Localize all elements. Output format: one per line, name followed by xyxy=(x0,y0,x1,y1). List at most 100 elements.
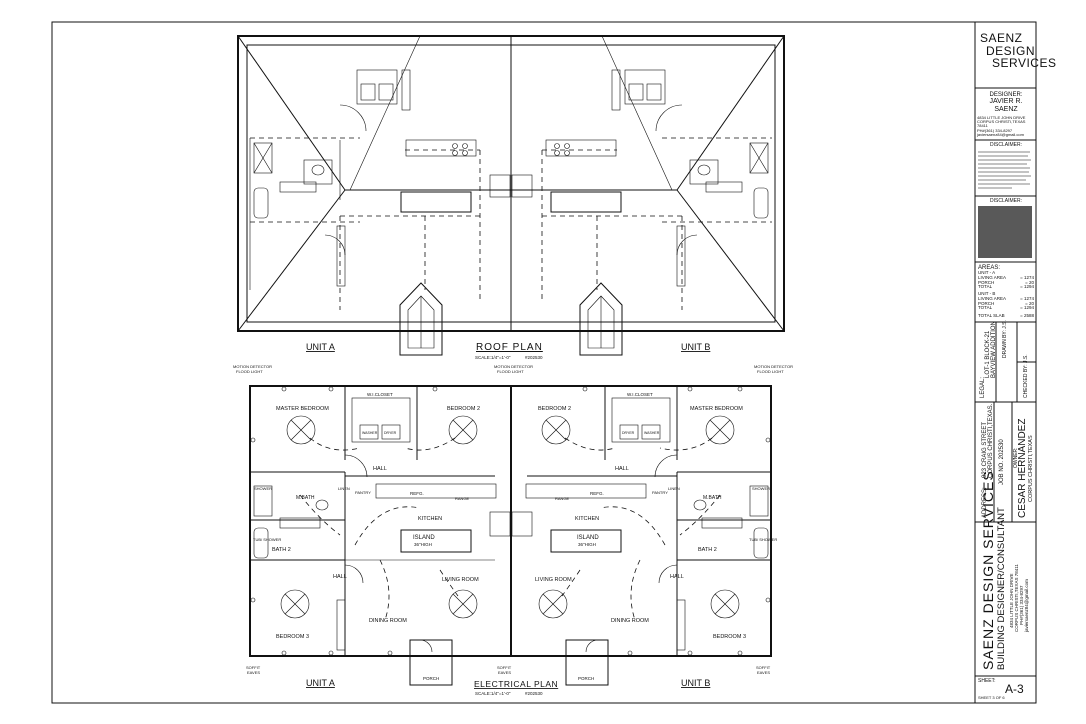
areas-heading: AREAS: xyxy=(978,265,1001,271)
electrical-plan-title: ELECTRICAL PLAN xyxy=(474,679,558,689)
room-living-room-b: LIVING ROOM xyxy=(535,577,572,583)
eaves-label-center: EAVES xyxy=(498,670,511,675)
designer-address-1: 4834 LITTLE JOHN DRIVE xyxy=(977,114,1026,120)
sheet-label: SHEET: xyxy=(978,678,996,684)
roof-plan-job: #202530 xyxy=(525,355,543,360)
soffit-label-right: SOFFIT xyxy=(756,665,771,670)
room-wi-closet-b: W.I.CLOSET xyxy=(627,392,653,397)
areas-b-total: = 1294 xyxy=(1020,305,1034,311)
areas-a-living-label: LIVING AREA xyxy=(978,275,1007,281)
soffit-label-center: SOFFIT xyxy=(497,665,512,670)
motion-detector-label-center: MOTION DETECTOR xyxy=(494,364,533,369)
label-range-a: RANGE xyxy=(455,496,470,501)
electrical-plan-scale: SCALE:1/4"=1'-0" xyxy=(475,691,511,696)
room-wi-closet-a: W.I.CLOSET xyxy=(367,392,393,397)
room-dining-room-b: DINING ROOM xyxy=(611,618,649,624)
room-hall-2-a: HALL xyxy=(333,574,347,580)
areas-unit-b: UNIT - B xyxy=(978,291,996,297)
label-dryer-b: DRYER xyxy=(622,431,635,435)
disclaimer-1-heading: DISCLAIMER: xyxy=(990,142,1022,148)
room-island-b: ISLAND xyxy=(577,535,599,541)
areas-a-living: = 1274 xyxy=(1020,275,1034,281)
room-island-height-b: 36"HIGH xyxy=(578,542,596,547)
legal-line-2: BAYVIEW ADDITION xyxy=(991,321,997,378)
job-number: JOB NO. 202530 xyxy=(999,439,1005,485)
roof-unit-a-label: UNIT A xyxy=(306,342,335,352)
areas-b-porch-label: PORCH xyxy=(978,300,995,306)
designer-heading: DESIGNER: xyxy=(989,92,1023,98)
electrical-plan: MASTER BEDROOM BEDROOM 2 W.I.CLOSET HALL… xyxy=(233,364,793,696)
title-block-grid xyxy=(975,87,1036,677)
sheet-number: A-3 xyxy=(1005,682,1024,696)
disclaimer-2-heading: DISCLAIMER: xyxy=(990,198,1022,204)
room-bedroom-3-b: BEDROOM 3 xyxy=(713,634,746,640)
room-m-bath-b: M.BATH xyxy=(703,495,722,501)
designer-phone: PH#(361) 334-8297 xyxy=(977,127,1013,133)
areas-a-porch-label: PORCH xyxy=(978,279,995,285)
room-porch-a: PORCH xyxy=(423,676,439,681)
room-bedroom-2-b: BEDROOM 2 xyxy=(538,406,571,412)
roof-plan: UNIT A UNIT B ROOF PLAN SCALE:1/4"=1'-0"… xyxy=(237,35,785,360)
firm-line-1: SAENZ xyxy=(980,31,1023,45)
electrical-plan-job: #202530 xyxy=(525,691,543,696)
room-bedroom-2-a: BEDROOM 2 xyxy=(447,406,480,412)
motion-detector-label-right: MOTION DETECTOR xyxy=(754,364,793,369)
electrical-unit-a-label: UNIT A xyxy=(306,678,335,688)
room-master-bedroom-a: MASTER BEDROOM xyxy=(276,406,329,412)
room-kitchen-b: KITCHEN xyxy=(575,516,599,522)
eaves-label-right: EAVES xyxy=(757,670,770,675)
flood-light-label-right: FLOOD LIGHT xyxy=(757,369,784,374)
room-shower-a: SHOWER xyxy=(254,486,272,491)
areas-total-slab: = 2588 xyxy=(1020,313,1034,319)
sheet-border xyxy=(51,21,1037,704)
room-bedroom-3-a: BEDROOM 3 xyxy=(276,634,309,640)
areas-b-porch: = 20 xyxy=(1025,300,1034,306)
room-bath-2-b: BATH 2 xyxy=(698,547,717,553)
room-living-room-a: LIVING ROOM xyxy=(442,577,479,583)
room-shower-b: SHOWER xyxy=(752,486,770,491)
label-dryer-a: DRYER xyxy=(384,431,397,435)
room-porch-b: PORCH xyxy=(578,676,594,681)
room-kitchen-a: KITCHEN xyxy=(418,516,442,522)
designer-block: DESIGNER: JAVIER R. SAENZ 4834 LITTLE JO… xyxy=(977,92,1035,137)
areas-a-porch: = 20 xyxy=(1025,279,1034,285)
soffit-label-left: SOFFIT xyxy=(246,665,261,670)
roof-plan-scale: SCALE:1/4"=1'-0" xyxy=(475,355,511,360)
label-refg-b: REFG. xyxy=(590,491,604,496)
room-hall-a: HALL xyxy=(373,466,387,472)
footer-firm: SAENZ DESIGN SERVICES xyxy=(980,470,996,670)
roof-plan-title: ROOF PLAN xyxy=(476,342,543,353)
sheet-count: SHEET 3 OF 6 xyxy=(978,695,1005,700)
label-washer-b: WASHER xyxy=(644,431,660,435)
areas-block: AREAS: UNIT - A LIVING AREA = 1274 PORCH =… xyxy=(978,265,1034,319)
room-tub-shower-b: TUB/ SHOWER xyxy=(749,537,777,542)
label-refg-a: REFG. xyxy=(410,491,424,496)
checked-by: CHECKED BY: J.S. xyxy=(1023,354,1029,398)
address-line-2: CORPUS CHRISTI,TEXAS. xyxy=(988,403,994,478)
areas-a-total-label: TOTAL xyxy=(978,284,993,290)
areas-unit-a: UNIT - A xyxy=(978,270,996,276)
firm-line-3: SERVICES xyxy=(992,56,1057,71)
footer-email: javiersaenz84@gmail.com xyxy=(1024,579,1029,632)
areas-b-living: = 1274 xyxy=(1020,295,1034,301)
room-master-bedroom-b: MASTER BEDROOM xyxy=(690,406,743,412)
designer-email: javiersaenz84@gmail.com xyxy=(977,131,1024,137)
footer-role: BUILDING DESIGNER/CONSULTANT xyxy=(996,507,1007,670)
label-range-b: RANGE xyxy=(555,496,570,501)
label-linen-a: LINEN xyxy=(338,486,350,491)
eaves-label-left: EAVES xyxy=(247,670,260,675)
flood-light-label-left: FLOOD LIGHT xyxy=(236,369,263,374)
room-tub-shower-a: TUB/ SHOWER xyxy=(253,537,281,542)
label-pantry-a: PANTRY xyxy=(355,490,371,495)
designer-address-2: CORPUS CHRISTI,TEXAS 78411 xyxy=(977,119,1026,129)
room-hall-2-b: HALL xyxy=(670,574,684,580)
motion-detector-label-left: MOTION DETECTOR xyxy=(233,364,272,369)
room-dining-room-a: DINING ROOM xyxy=(369,618,407,624)
room-m-bath-a: M.BATH xyxy=(296,495,315,501)
electrical-unit-b-label: UNIT B xyxy=(681,678,710,688)
label-pantry-b: PANTRY xyxy=(652,490,668,495)
areas-a-total: = 1294 xyxy=(1020,284,1034,290)
room-hall-b: HALL xyxy=(615,466,629,472)
firm-logo: SAENZ DESIGN SERVICES xyxy=(980,32,1056,70)
